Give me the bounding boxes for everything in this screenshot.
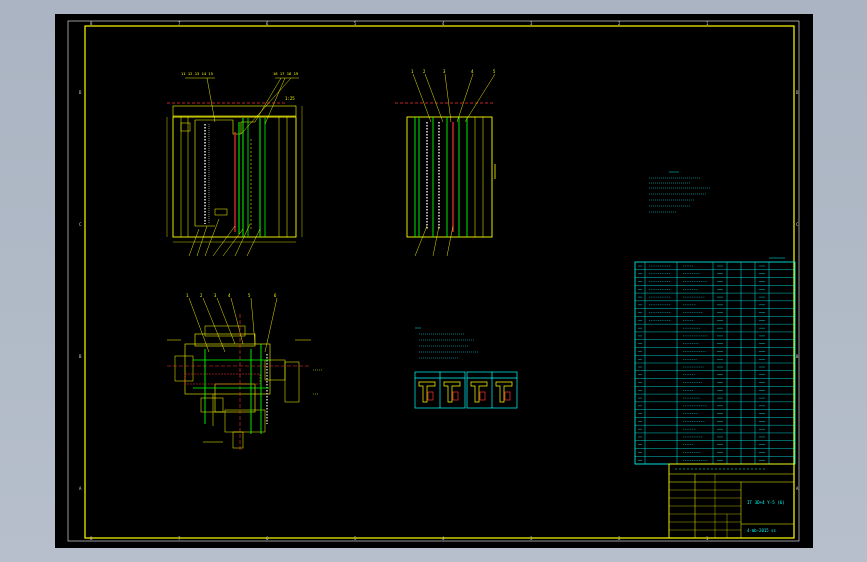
border-zone-labels-bottom: 8 7 6 5 4 3 2 1 xyxy=(90,536,709,541)
title-block[interactable] xyxy=(668,463,795,539)
side-section-view[interactable]: 1 2 3 4 5 xyxy=(395,69,496,257)
zone-label-bottom: 3 xyxy=(530,536,533,541)
zone-label-bottom: 4 xyxy=(442,536,445,541)
front-callout-left: 11 12 13 14 15 xyxy=(181,71,213,76)
zone-label-right: C xyxy=(796,222,799,227)
technical-notes xyxy=(649,171,711,213)
drawing-sheet[interactable]: 8 7 6 5 4 3 2 1 8 7 6 5 4 3 2 1 D C B A D C B A xyxy=(55,14,813,548)
side-callout-number: 2 xyxy=(423,69,426,74)
outer-border xyxy=(67,20,800,542)
section-details[interactable] xyxy=(414,371,518,409)
plan-callout-number: 1 xyxy=(186,293,189,298)
plan-callout-number: 6 xyxy=(274,293,277,298)
plan-view[interactable]: 1 2 3 4 5 6 xyxy=(167,293,323,452)
zone-label-right: D xyxy=(796,90,799,95)
plan-callout-number: 4 xyxy=(228,293,231,298)
border-zone-labels-top: 8 7 6 5 4 3 2 1 xyxy=(90,21,709,26)
cad-drawing[interactable]: 8 7 6 5 4 3 2 1 8 7 6 5 4 3 2 1 D C B A D C B A xyxy=(55,14,813,548)
zone-label-bottom: 1 xyxy=(706,536,709,541)
drawing-title: IT 3D+4 Y-5 (6) xyxy=(747,500,785,505)
zone-label-top: 6 xyxy=(266,21,269,26)
zone-label-bottom: 5 xyxy=(354,536,357,541)
plan-callout-number: 2 xyxy=(200,293,203,298)
side-callout-number: 5 xyxy=(493,69,496,74)
zone-label-bottom: 8 xyxy=(90,536,93,541)
parts-list-table[interactable] xyxy=(634,257,796,465)
zone-label-right: B xyxy=(796,354,799,359)
zone-label-top: 2 xyxy=(618,21,621,26)
zone-label-top: 8 xyxy=(90,21,93,26)
zone-label-left: A xyxy=(79,486,82,491)
zone-label-top: 7 xyxy=(178,21,181,26)
zone-label-bottom: 2 xyxy=(618,536,621,541)
zone-label-top: 3 xyxy=(530,21,533,26)
svg-text:1:25: 1:25 xyxy=(285,96,295,101)
zone-label-left: B xyxy=(79,354,82,359)
zone-label-bottom: 6 xyxy=(266,536,269,541)
zone-label-bottom: 7 xyxy=(178,536,181,541)
zone-label-left: D xyxy=(79,90,82,95)
border-zone-labels-right: D C B A xyxy=(796,90,799,491)
zone-label-top: 1 xyxy=(706,21,709,26)
plan-callout-number: 5 xyxy=(248,293,251,298)
plan-callout-numbers: 1 2 3 4 5 6 xyxy=(186,293,277,298)
zone-label-left: C xyxy=(79,222,82,227)
side-callout-number: 3 xyxy=(443,69,446,74)
side-callout-numbers: 1 2 3 4 5 xyxy=(411,69,496,74)
front-callout-right: 16 17 18 19 xyxy=(273,71,299,76)
border-zone-labels-left: D C B A xyxy=(79,90,82,491)
zone-label-right: A xyxy=(796,486,799,491)
zone-label-top: 4 xyxy=(442,21,445,26)
drawing-number: 4-mb-2015 ss xyxy=(747,528,776,533)
detail-notes xyxy=(415,327,479,359)
front-section-view[interactable]: 1:25 11 12 13 14 15 xyxy=(166,71,303,257)
side-callout-number: 4 xyxy=(471,69,474,74)
zone-label-top: 5 xyxy=(354,21,357,26)
plan-callout-number: 3 xyxy=(214,293,217,298)
inner-frame xyxy=(84,25,795,539)
side-callout-number: 1 xyxy=(411,69,414,74)
